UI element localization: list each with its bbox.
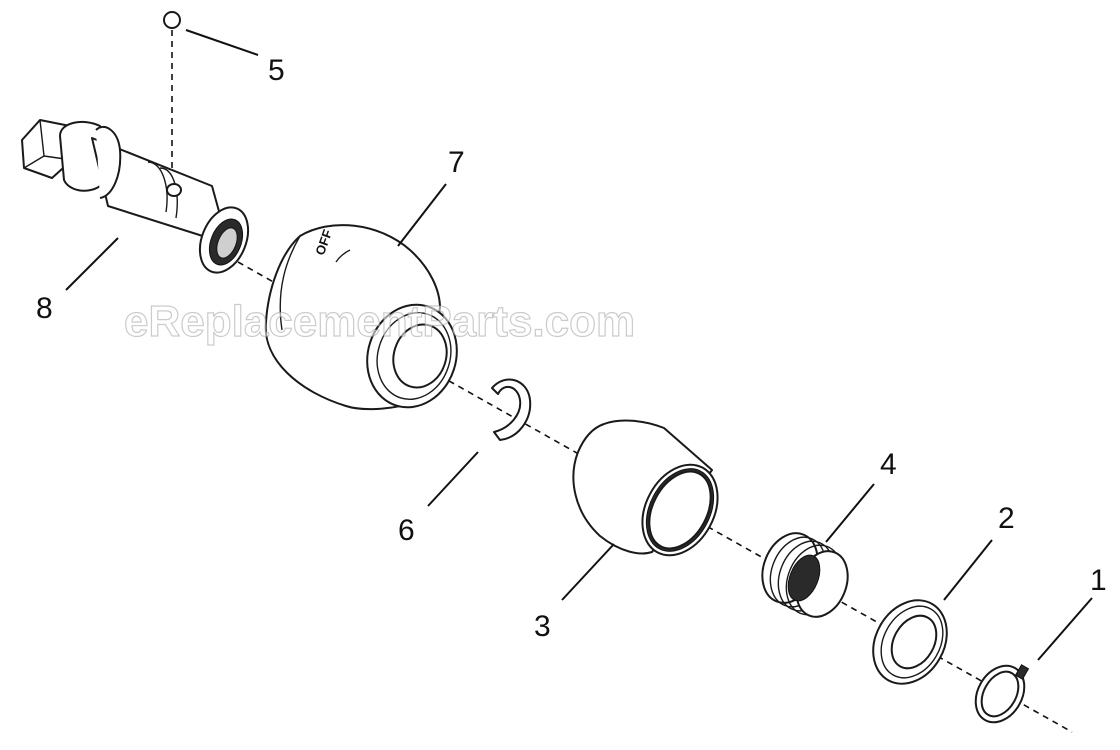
callout-4: 4 <box>880 448 897 481</box>
part-2-washer <box>872 599 948 685</box>
leader-3 <box>561 543 615 601</box>
part-3-bushing <box>572 419 719 557</box>
leader-lines <box>65 29 1093 661</box>
part-4-spring <box>761 532 849 618</box>
leader-4 <box>825 483 875 543</box>
part-5-ball <box>163 11 181 29</box>
callout-1: 1 <box>1090 564 1107 597</box>
part-8-spindle <box>21 119 250 274</box>
leader-8 <box>65 237 119 291</box>
leader-5 <box>185 29 259 56</box>
watermark-text: eReplacementParts.com <box>124 297 635 346</box>
callout-5: 5 <box>268 54 285 87</box>
callout-3: 3 <box>534 610 551 643</box>
callout-6: 6 <box>398 514 415 547</box>
callout-2: 2 <box>998 502 1015 535</box>
leader-7 <box>397 183 447 247</box>
leader-2 <box>943 539 993 601</box>
callout-8: 8 <box>36 292 53 325</box>
part-6-snap-ring <box>491 378 532 441</box>
leader-6 <box>427 451 479 507</box>
callout-labels: 5 7 8 6 3 4 2 1 <box>36 54 1107 643</box>
part-7-collar: OFF <box>264 224 458 411</box>
part-1-retaining-ring <box>974 664 1030 724</box>
leader-1 <box>1037 597 1093 661</box>
callout-7: 7 <box>448 146 465 179</box>
